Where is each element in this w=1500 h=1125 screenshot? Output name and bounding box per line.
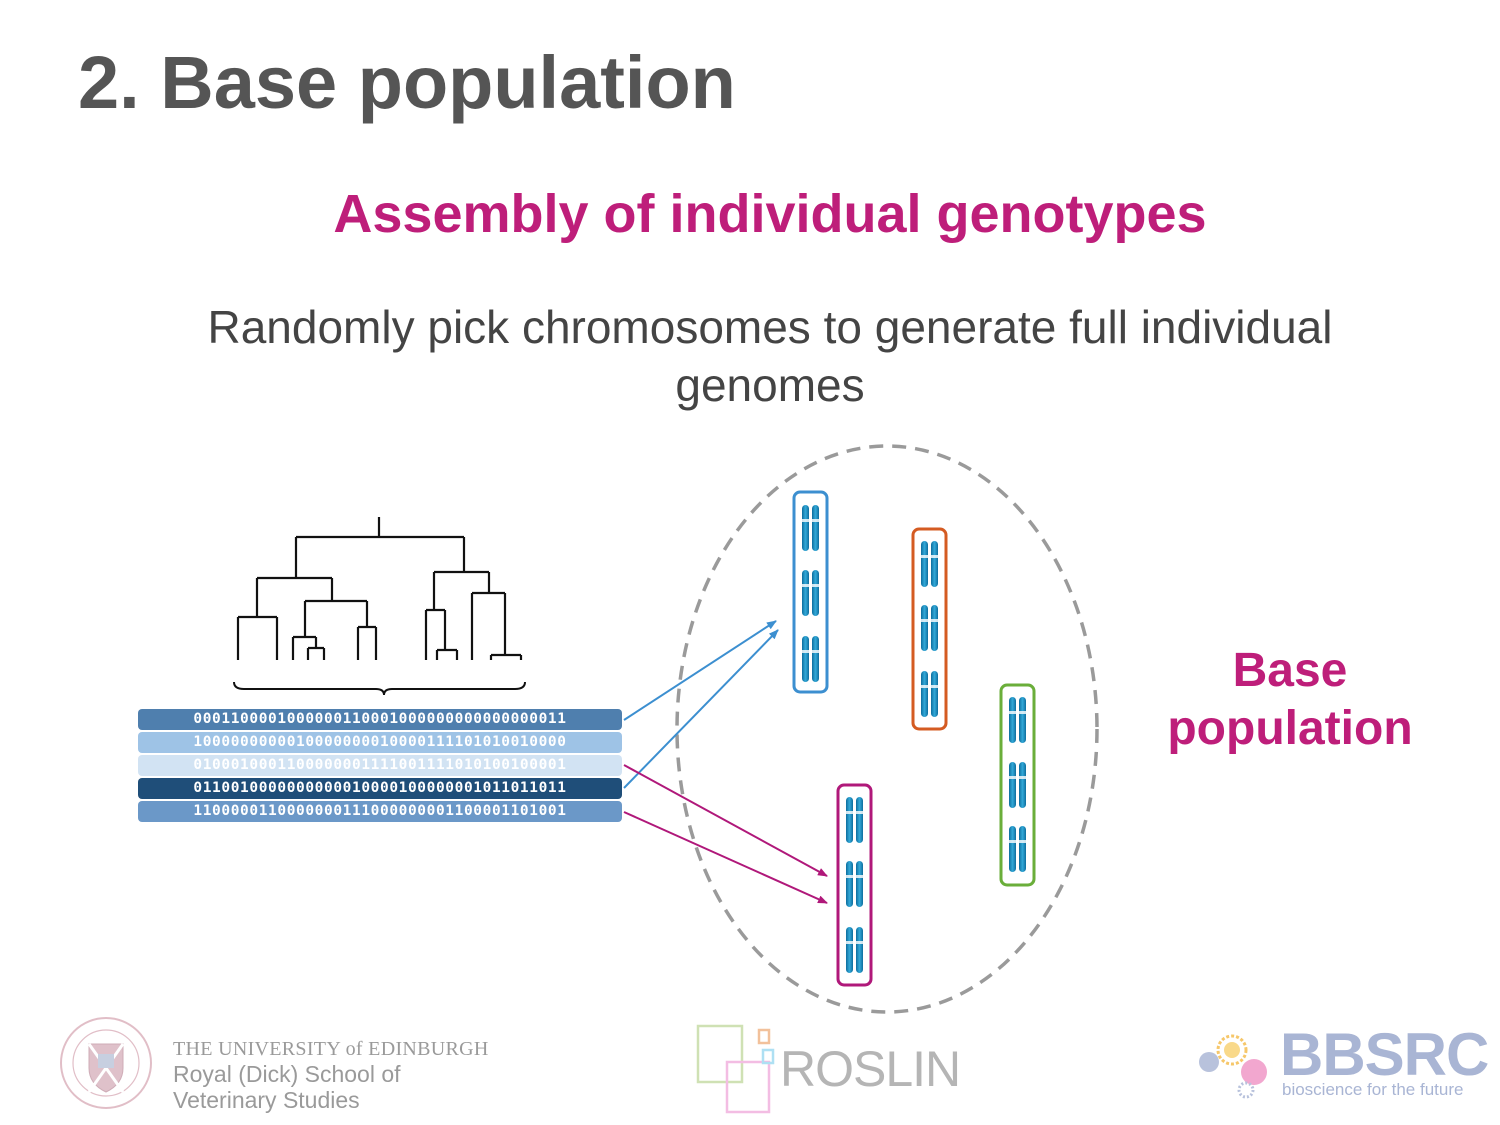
chromosome-icon: [812, 636, 819, 682]
centromere-band: [931, 685, 938, 688]
centromere-band: [1009, 776, 1016, 779]
centromere-band: [1019, 840, 1026, 843]
description-line-1: Randomly pick chromosomes to generate fu…: [207, 301, 1333, 353]
slide-title: 2. Base population: [78, 41, 736, 124]
centromere-band: [812, 584, 819, 587]
centromere-band: [802, 650, 809, 653]
centromere-band: [846, 811, 853, 814]
chromosome-icon: [856, 927, 863, 973]
centromere-band: [856, 875, 863, 878]
chromosome-groups: [792, 490, 1036, 987]
centromere-band: [931, 619, 938, 622]
centromere-band: [856, 811, 863, 814]
brace-icon: [233, 681, 526, 696]
centromere-band: [921, 685, 928, 688]
genotype-row: 0001100001000000110001000000000000000011: [138, 709, 622, 730]
chromosome-icon: [1019, 762, 1026, 808]
chromosome-box: [792, 490, 829, 694]
chromosome-icon: [931, 605, 938, 651]
chromosome-icon: [856, 861, 863, 907]
arrow-magenta-2: [623, 811, 828, 904]
base-label-line-2: population: [1167, 702, 1413, 755]
centromere-band: [846, 941, 853, 944]
centromere-band: [1019, 711, 1026, 714]
centromere-band: [921, 555, 928, 558]
bbsrc-logo-text: BBSRC: [1280, 1021, 1489, 1088]
base-label-line-1: Base: [1232, 644, 1348, 697]
centromere-band: [1019, 776, 1026, 779]
chromosome-icon: [1009, 762, 1016, 808]
chromosome-icon: [856, 797, 863, 843]
chromosome-box: [911, 527, 948, 731]
centromere-band: [846, 875, 853, 878]
chromosome-icon: [1009, 826, 1016, 872]
roslin-logo-icon: [696, 1024, 775, 1114]
school-name-line-2: Veterinary Studies: [173, 1087, 360, 1113]
description: Randomly pick chromosomes to generate fu…: [140, 298, 1400, 414]
genotype-row: 1100000110000000111000000001100001101001: [138, 801, 622, 822]
centromere-band: [921, 619, 928, 622]
description-line-2: genomes: [675, 359, 865, 411]
centromere-band: [812, 519, 819, 522]
arrows: [623, 620, 828, 904]
centromere-band: [1009, 711, 1016, 714]
chromosome-icon: [846, 927, 853, 973]
chromosome-box: [999, 683, 1036, 887]
chromosome-icon: [931, 671, 938, 717]
university-logo-text: THE UNIVERSITY of EDINBURGH Royal (Dick)…: [173, 1038, 489, 1113]
chromosome-icon: [1019, 697, 1026, 743]
genotype-row: 0110010000000000010000100000001011011011: [138, 778, 622, 799]
slide-subtitle: Assembly of individual genotypes: [333, 184, 1207, 244]
centromere-band: [802, 584, 809, 587]
base-population-label: Base population: [1150, 642, 1430, 758]
roslin-logo-text: ROSLIN: [780, 1041, 961, 1097]
arrow-magenta-1: [623, 764, 828, 877]
population-ellipse: [675, 444, 1099, 1014]
genotype-row: 0100010001100000001111001111010100100001: [138, 755, 622, 776]
arrow-blue-1: [623, 620, 777, 721]
school-name-line-1: Royal (Dick) School of: [173, 1061, 401, 1087]
university-name: THE UNIVERSITY of EDINBURGH: [173, 1038, 489, 1060]
chromosome-icon: [1019, 826, 1026, 872]
chromosome-icon: [812, 505, 819, 551]
chromosome-icon: [802, 636, 809, 682]
centromere-band: [931, 555, 938, 558]
arrow-blue-2: [623, 629, 779, 789]
centromere-band: [856, 941, 863, 944]
chromosome-icon: [931, 541, 938, 587]
genotype-row: 1000000000010000000010000111101010010000: [138, 732, 622, 753]
chromosome-icon: [846, 861, 853, 907]
centromere-band: [1009, 840, 1016, 843]
centromere-band: [812, 650, 819, 653]
chromosome-icon: [921, 605, 928, 651]
bbsrc-tagline: bioscience for the future: [1282, 1080, 1464, 1099]
university-crest-icon: [60, 1017, 152, 1109]
chromosome-icon: [802, 505, 809, 551]
bbsrc-logo-icon: [1199, 1034, 1267, 1099]
chromosome-icon: [812, 570, 819, 616]
pedigree-tree-icon: [236, 517, 523, 660]
chromosome-box: [836, 783, 873, 987]
chromosome-icon: [921, 541, 928, 587]
chromosome-icon: [802, 570, 809, 616]
chromosome-icon: [846, 797, 853, 843]
chromosome-icon: [1009, 697, 1016, 743]
chromosome-icon: [921, 671, 928, 717]
centromere-band: [802, 519, 809, 522]
